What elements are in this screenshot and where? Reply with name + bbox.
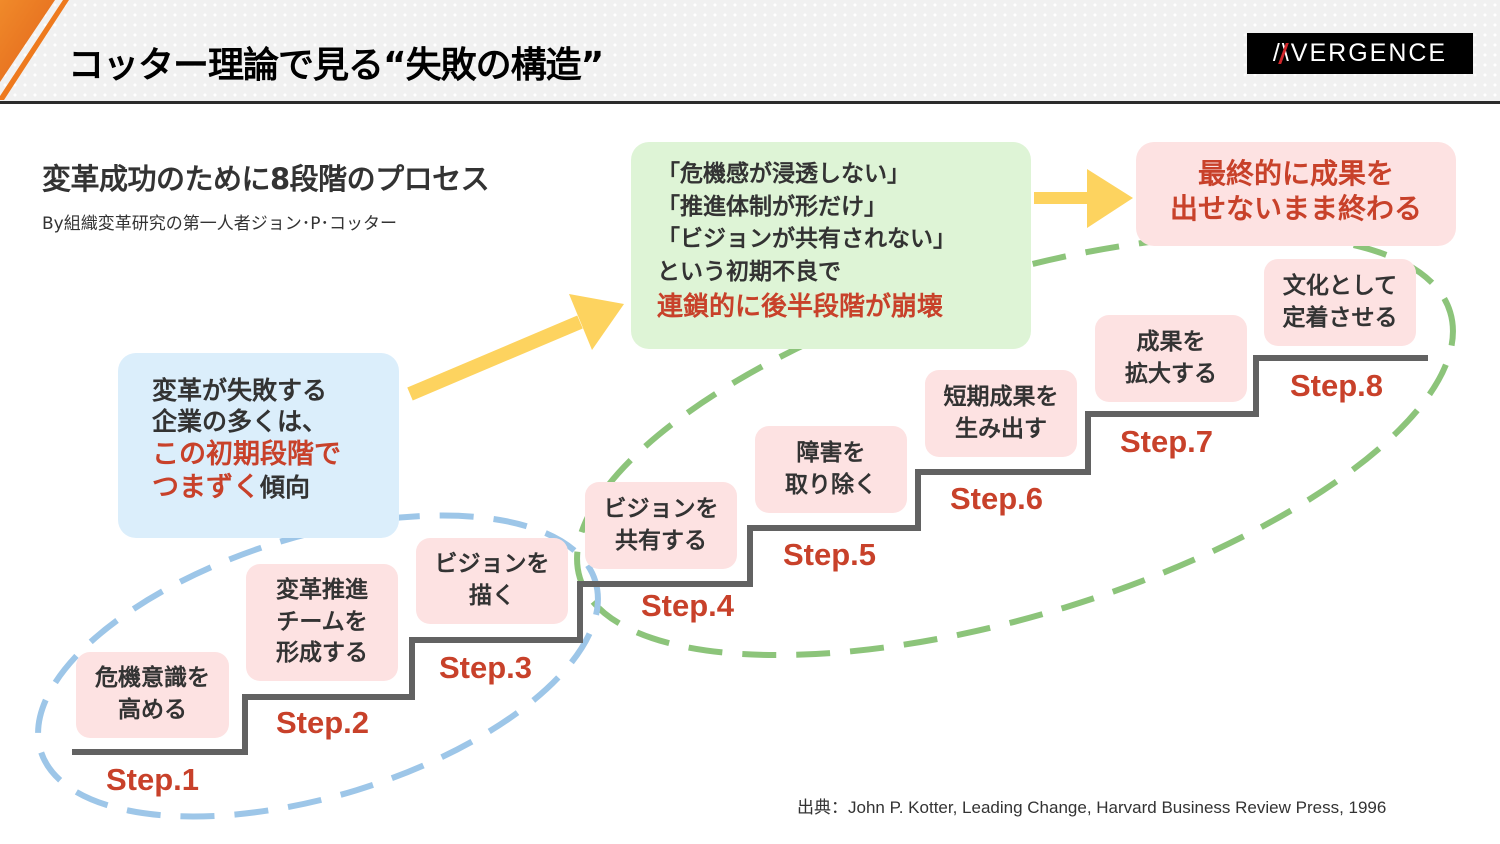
step-5-label: Step.5 [783, 537, 877, 572]
callout-text: 「危機感が浸透しない」 [657, 161, 910, 187]
step-3-box: ビジョンを描く [416, 538, 568, 624]
late-stage-ellipse [574, 231, 1456, 659]
final-result-callout: 最終的に成果を 出せないまま終わる [1136, 142, 1456, 246]
step-6-label: Step.6 [950, 481, 1044, 516]
step-8-label: Step.8 [1290, 368, 1384, 403]
step-5-box: 障害を取り除く [755, 426, 907, 513]
step-3-label: Step.3 [439, 650, 533, 685]
step-8-box: 文化として定着させる [1264, 259, 1416, 346]
step-text: 障害を [796, 439, 866, 466]
page-title: コッター理論で見る“失敗の構造” [68, 45, 604, 86]
step-4-box: ビジョンを共有する [585, 482, 737, 569]
step-1-box: 危機意識を高める [76, 652, 229, 738]
step-text: ビジョンを [434, 551, 550, 578]
callout-text: 「ビジョンが共有されない」 [657, 226, 956, 253]
step-4-label: Step.4 [641, 588, 735, 623]
byline: By組織変革研究の第一人者ジョン･P･コッター [42, 214, 397, 234]
callout-highlight: つまずく [152, 472, 260, 504]
callout-text: 「推進体制が形だけ」 [657, 193, 887, 220]
callout-text: 最終的に成果を [1197, 157, 1394, 190]
step-text: 危機意識を [95, 665, 210, 692]
callout-text: 企業の多くは、 [152, 407, 328, 437]
callout-text: 出せないまま終わる [1169, 192, 1422, 225]
step-1-label: Step.1 [106, 762, 200, 797]
callout-highlight: この初期段階で [152, 438, 341, 470]
section-heading: 変革成功のために8段階のプロセス [42, 162, 490, 196]
step-text: 定着させる [1282, 304, 1398, 331]
step-2-box: 変革推進チームを形成する [246, 564, 398, 681]
early-failure-callout: 変革が失敗する 企業の多くは、 この初期段階で つまずく傾向 [118, 353, 399, 538]
step-text: ビジョンを [603, 495, 719, 522]
arrow-to-collapse-icon [407, 294, 624, 401]
step-text: 拡大する [1125, 360, 1217, 387]
step-text: 形成する [276, 640, 368, 667]
callout-text: 傾向 [260, 473, 311, 503]
step-text: 高める [118, 697, 187, 723]
chain-collapse-callout: 「危機感が浸透しない」 「推進体制が形だけ」 「ビジョンが共有されない」 という… [631, 142, 1031, 349]
step-text: 生み出す [955, 415, 1047, 442]
header-bar: コッター理論で見る“失敗の構造” /\VERGENCE [0, 0, 1500, 104]
step-text: 取り除く [785, 471, 877, 498]
callout-text: 変革が失敗する [152, 376, 328, 405]
step-6-box: 短期成果を生み出す [925, 370, 1077, 457]
company-logo: /\VERGENCE [1247, 33, 1473, 74]
arrow-to-result-icon [1034, 169, 1133, 228]
callout-text: という初期不良で [657, 258, 841, 285]
logo-text: VERGENCE [1290, 39, 1448, 67]
callout-highlight: 連鎖的に後半段階が崩壊 [657, 291, 944, 322]
step-text: 文化として [1282, 272, 1398, 299]
step-text: 短期成果を [943, 383, 1059, 410]
header-accent-stripe [0, 0, 69, 100]
step-text: 描く [469, 583, 515, 609]
step-text: 共有する [615, 527, 707, 554]
step-7-label: Step.7 [1120, 424, 1214, 459]
logo-mark-icon: /\ [1272, 39, 1291, 67]
step-2-label: Step.2 [276, 705, 370, 740]
step-text: チームを [276, 608, 368, 635]
step-7-box: 成果を拡大する [1095, 315, 1247, 402]
staircase-line [72, 355, 1428, 755]
step-text: 変革推進 [276, 576, 368, 603]
step-text: 成果を [1136, 328, 1206, 355]
source-citation: 出典：John P. Kotter, Leading Change, Harva… [797, 798, 1387, 817]
